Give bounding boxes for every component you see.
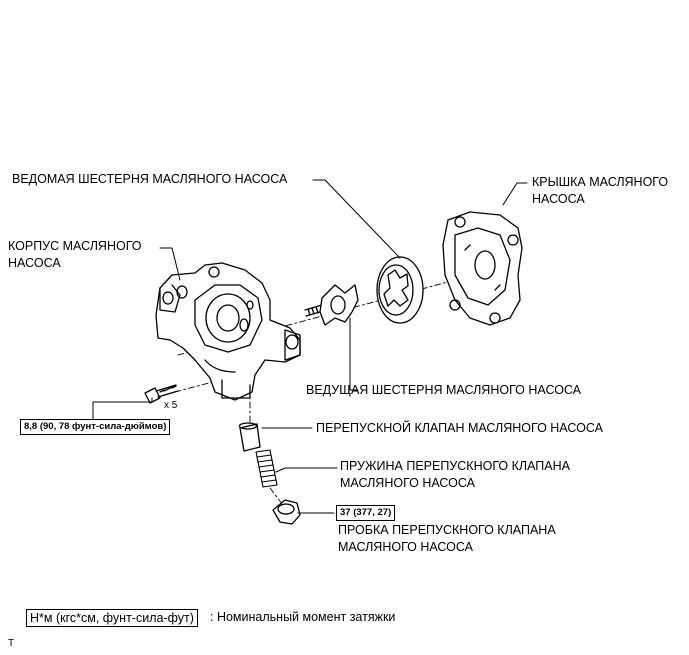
relief-valve [238,422,261,452]
plug-torque-spec: 37 (377, 27) [336,505,396,521]
body-label-line1: КОРПУС МАСЛЯНОГО [8,239,142,253]
driven-gear-label: ВЕДОМАЯ ШЕСТЕРНЯ МАСЛЯНОГО НАСОСА [12,172,288,186]
cover-label-line1: КРЫШКА МАСЛЯНОГО [532,175,669,189]
cover-label-line2: НАСОСА [532,192,585,206]
spring-label-line2: МАСЛЯНОГО НАСОСА [340,476,475,490]
spring-label-line1: ПРУЖИНА ПЕРЕПУСКНОГО КЛАПАНА [340,459,570,473]
drive-gear [304,284,359,326]
plug-label-line1: ПРОБКА ПЕРЕПУСКНОГО КЛАПАНА [338,523,556,537]
drive-gear-label: ВЕДУЩАЯ ШЕСТЕРНЯ МАСЛЯНОГО НАСОСА [306,383,582,397]
corner-mark: T [8,638,15,649]
bolt-torque-spec: 8,8 (90, 78 фунт-сила-дюймов) [20,419,171,435]
oil-pump-cover [442,211,523,326]
torque-unit-legend: Н*м (кгс*см, фунт-сила-фут) [26,609,198,627]
plug-label-line2: МАСЛЯНОГО НАСОСА [338,540,473,554]
body-label-line2: НАСОСА [8,256,61,270]
relief-valve-label: ПЕРЕПУСКНОЙ КЛАПАН МАСЛЯНОГО НАСОСА [316,421,603,435]
oil-pump-body [155,262,301,401]
leader-lines [92,179,528,514]
relief-valve-spring [255,449,278,488]
torque-legend-description: : Номинальный момент затяжки [210,610,396,624]
bolt-count: x 5 [164,400,178,411]
relief-valve-plug [272,499,301,525]
pump-bolt [144,384,179,404]
driven-gear [376,256,424,324]
